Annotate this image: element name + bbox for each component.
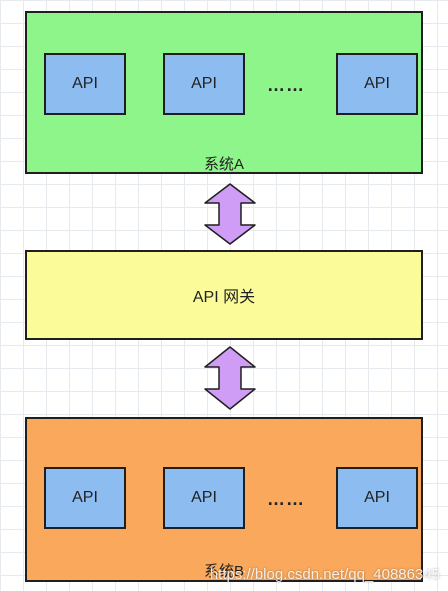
system-a-api-2: API: [163, 53, 245, 115]
system-b-api-3: API: [336, 467, 418, 529]
system-a-label: 系统A: [203, 156, 244, 173]
system-a-box: API API …… API 系统A: [25, 11, 423, 174]
system-b-api-1: API: [44, 467, 126, 529]
system-b-api-2: API: [163, 467, 245, 529]
double-arrow-vertical-icon: [204, 183, 256, 245]
double-arrow-vertical-icon: [204, 346, 256, 410]
api-gateway-label: API 网关: [192, 289, 256, 306]
system-b-box: API API …… API 系统B: [25, 417, 423, 582]
system-a-api-1: API: [44, 53, 126, 115]
system-b-label: 系统B: [203, 563, 244, 580]
system-a-ellipsis: ……: [267, 75, 305, 95]
system-b-ellipsis: ……: [267, 489, 305, 509]
system-a-api-3: API: [336, 53, 418, 115]
api-gateway-box: API 网关: [25, 250, 423, 340]
watermark-url: https://blog.csdn.net/qq_40886345: [209, 566, 440, 583]
